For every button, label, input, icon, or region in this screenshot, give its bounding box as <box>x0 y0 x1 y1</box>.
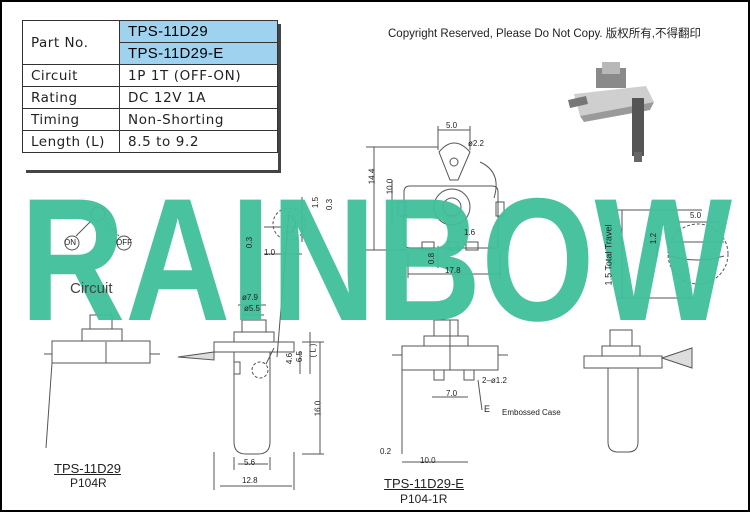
dim-label: 5.0 <box>690 211 702 220</box>
dim-label: 0.3 <box>325 198 335 211</box>
circuit-label: Circuit <box>70 280 113 297</box>
part-number: TPS-11D29 <box>119 20 278 43</box>
product-image <box>568 62 654 162</box>
spec-value: Non-Shorting <box>119 108 278 131</box>
spec-row: Length (L) 8.5 to 9.2 <box>22 130 278 153</box>
spec-row: Timing Non-Shorting <box>22 108 278 131</box>
spec-row: Rating DC 12V 1A <box>22 86 278 109</box>
embossed-case-label: Embossed Case <box>502 408 561 417</box>
dim-label: 5.6 <box>244 458 256 467</box>
dim-label: 10.0 <box>385 178 395 195</box>
table-shadow <box>26 170 281 173</box>
part-number: TPS-11D29-E <box>119 42 278 65</box>
dim-label: 7.0 <box>446 389 458 398</box>
circuit-symbol <box>64 206 132 251</box>
spec-value: DC 12V 1A <box>119 86 278 109</box>
right-detail <box>616 209 729 299</box>
dim-label: ( L ) <box>308 343 318 358</box>
dim-label: 10.0 <box>420 456 436 465</box>
circuit-on-label: ON <box>64 238 76 247</box>
dim-label: ø5.5 <box>244 304 261 313</box>
model-code-right: P104-1R <box>400 492 448 506</box>
right-side-view <box>583 329 693 453</box>
spec-label: Length (L) <box>22 130 120 153</box>
spec-value: 8.5 to 9.2 <box>119 130 278 153</box>
copyright-notice: Copyright Reserved, Please Do Not Copy. … <box>388 28 701 40</box>
dim-label: 4.6 <box>285 352 295 365</box>
dim-label: 2–ø1.2 <box>482 376 507 385</box>
part-no-row-2: TPS-11D29-E <box>23 42 278 65</box>
part-no-row: Part No. TPS-11D29 <box>22 20 278 65</box>
center-left-view <box>177 210 324 490</box>
part-no-label: Part No. <box>22 20 120 65</box>
dim-label: 6.5 <box>295 350 305 363</box>
dim-label: 14.4 <box>367 168 377 185</box>
dim-label: 16.0 <box>313 400 323 417</box>
spec-value: 1P 1T (OFF-ON) <box>119 64 278 87</box>
dim-label: 0.2 <box>380 447 392 456</box>
dim-label: 1.2 <box>649 232 659 245</box>
travel-label: 1.5 Total Travel <box>603 224 614 286</box>
detail-small <box>264 197 306 255</box>
dim-label: ø2.2 <box>468 139 485 148</box>
circuit-off-label: OFF <box>116 238 132 247</box>
table-shadow <box>278 24 281 170</box>
spec-table: Part No. TPS-11D29 TPS-11D29-E Circuit 1… <box>22 20 278 153</box>
spec-label: Circuit <box>22 64 120 87</box>
embossed-marker: E <box>484 404 491 414</box>
dim-label: ø7.9 <box>242 293 259 302</box>
spec-row: Circuit 1P 1T (OFF-ON) <box>22 64 278 87</box>
dim-label: 1.0 <box>264 248 276 257</box>
dim-label: 5.0 <box>446 121 458 130</box>
center-top-view <box>366 126 505 278</box>
dim-label: 17.8 <box>445 266 461 275</box>
left-switch-view <box>44 314 160 449</box>
dim-label: 0.3 <box>245 236 255 249</box>
model-name-left: TPS-11D29 <box>54 461 121 476</box>
dim-label: 0.8 <box>427 252 437 265</box>
dim-label: 12.8 <box>242 476 258 485</box>
model-name-right: TPS-11D29-E <box>384 476 464 491</box>
model-code-left: P104R <box>70 476 107 490</box>
spec-label: Timing <box>22 108 120 131</box>
dim-label: 1.5 <box>311 196 321 209</box>
center-bottom-view <box>392 319 508 463</box>
dim-label: 1.6 <box>464 228 476 237</box>
spec-label: Rating <box>22 86 120 109</box>
